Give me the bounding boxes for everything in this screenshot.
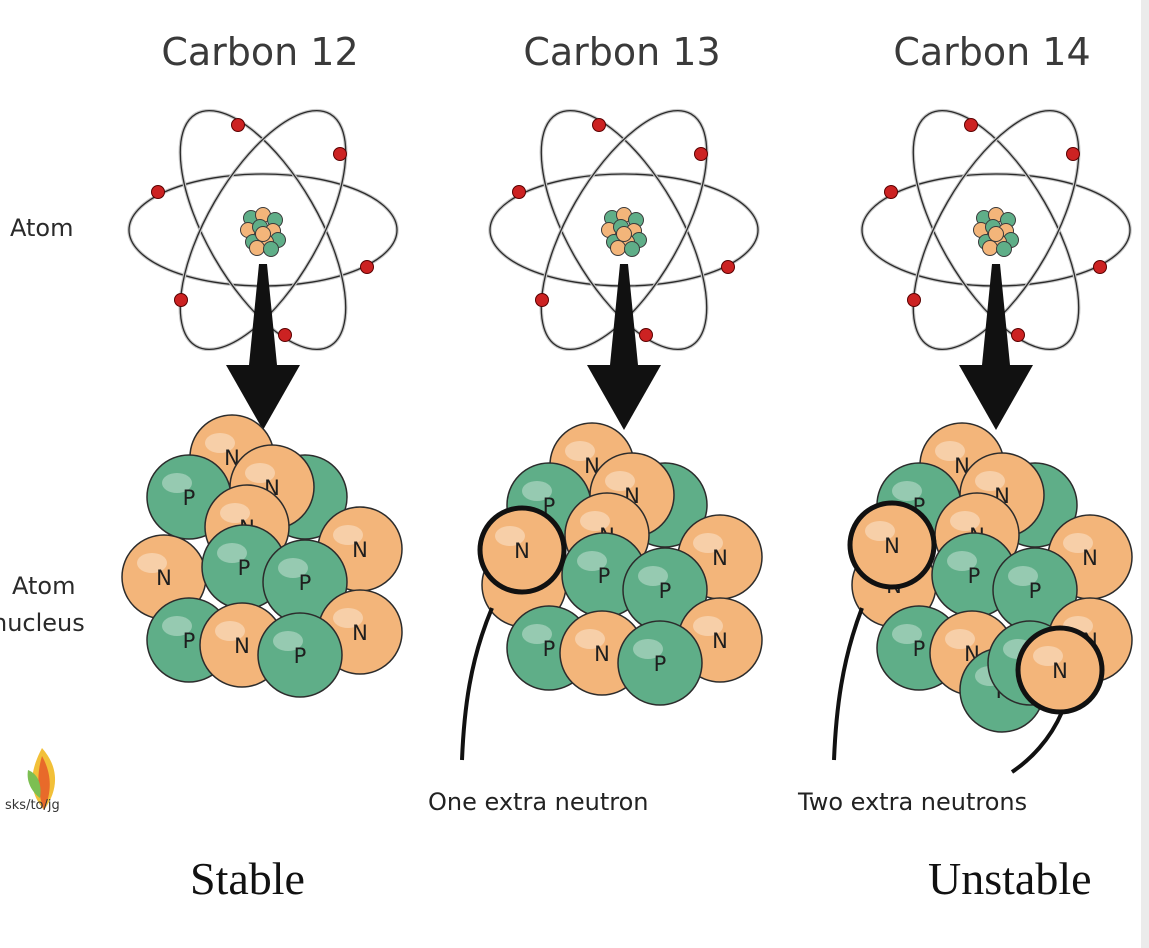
- mini-proton: [263, 241, 279, 257]
- orbit: [540, 109, 708, 351]
- proton-label: P: [299, 571, 312, 595]
- orbit: [912, 109, 1080, 351]
- electron: [964, 118, 978, 132]
- neutron-label: N: [884, 534, 900, 558]
- extra-neutron: N: [477, 505, 567, 595]
- mini-neutron: [616, 226, 632, 242]
- neutron-label: N: [712, 629, 728, 653]
- logo-text: sks/to/jg: [5, 798, 60, 813]
- electron: [1093, 260, 1107, 274]
- neutron-label: N: [156, 566, 172, 590]
- nucleus-1: NPPNNNNPPNPNPN: [477, 422, 763, 706]
- orbit: [912, 109, 1080, 351]
- neutron-label: N: [584, 454, 600, 478]
- proton: P: [992, 547, 1078, 633]
- electron: [592, 118, 606, 132]
- mini-neutron: [255, 226, 271, 242]
- electron: [694, 147, 708, 161]
- neutron-label: N: [594, 642, 610, 666]
- mini-neutron: [249, 240, 265, 256]
- title-carbon-13: Carbon 13: [523, 30, 721, 74]
- row-label-nucleus-1: Atom: [12, 572, 76, 600]
- electron: [278, 328, 292, 342]
- orbit: [540, 109, 708, 351]
- logo-icon: [27, 748, 56, 810]
- label-stable: Stable: [190, 853, 305, 904]
- down-arrow: [587, 264, 661, 430]
- electron: [360, 260, 374, 274]
- atoms-layer: [127, 108, 1132, 430]
- pointer-lines: [460, 607, 1064, 774]
- mini-neutron: [982, 240, 998, 256]
- title-carbon-14: Carbon 14: [893, 30, 1091, 74]
- neutron-label: N: [954, 454, 970, 478]
- row-label-atom: Atom: [10, 214, 74, 242]
- neutron-label: N: [712, 546, 728, 570]
- proton-label: P: [913, 637, 926, 661]
- proton-label: P: [238, 556, 251, 580]
- neutron-label: N: [352, 621, 368, 645]
- atom-1: [488, 108, 760, 430]
- label-unstable: Unstable: [928, 853, 1092, 904]
- electron: [512, 185, 526, 199]
- scrollbar[interactable]: [1141, 0, 1149, 948]
- nuclei-layer: NPPNNNNPPNPNPNPPNNNNPPNPNPNNPPNNNNPPNPNP…: [121, 414, 1133, 733]
- pointer-c14-b: [1010, 711, 1064, 774]
- electron: [907, 293, 921, 307]
- neutron-label: N: [352, 538, 368, 562]
- mini-neutron: [988, 226, 1004, 242]
- electron: [1066, 147, 1080, 161]
- orbit: [179, 109, 347, 351]
- nucleus-0: NPPNNNNPPNPNP: [121, 414, 403, 698]
- atom-2: [860, 108, 1132, 430]
- electron: [231, 118, 245, 132]
- proton-label: P: [183, 486, 196, 510]
- neutron-label: N: [1082, 546, 1098, 570]
- extra-neutron: N: [847, 500, 937, 590]
- proton: P: [617, 620, 703, 706]
- mini-proton: [996, 241, 1012, 257]
- neutron-label: N: [514, 539, 530, 563]
- orbit: [179, 109, 347, 351]
- row-label-nucleus-2: nucleus: [0, 609, 85, 637]
- neutron-label: N: [224, 446, 240, 470]
- proton: P: [262, 539, 348, 625]
- proton-label: P: [543, 637, 556, 661]
- proton-label: P: [659, 579, 672, 603]
- atom-0: [127, 108, 399, 430]
- electron: [1011, 328, 1025, 342]
- proton-label: P: [598, 564, 611, 588]
- caption-carbon-13: One extra neutron: [428, 788, 649, 816]
- neutron-label: N: [1052, 659, 1068, 683]
- nucleus-2: NPPNNNNPPNPNPPNN: [847, 422, 1133, 733]
- electron: [639, 328, 653, 342]
- title-carbon-12: Carbon 12: [161, 30, 359, 74]
- proton-label: P: [654, 652, 667, 676]
- pointer-c14-a: [832, 607, 864, 761]
- down-arrow: [226, 264, 300, 430]
- mini-proton: [624, 241, 640, 257]
- mini-neutron: [610, 240, 626, 256]
- extra-neutron: N: [1015, 625, 1105, 715]
- electron: [333, 147, 347, 161]
- proton-label: P: [294, 644, 307, 668]
- caption-carbon-14: Two extra neutrons: [798, 788, 1028, 816]
- electron: [721, 260, 735, 274]
- electron: [151, 185, 165, 199]
- electron: [174, 293, 188, 307]
- proton-label: P: [1029, 579, 1042, 603]
- proton-label: P: [543, 494, 556, 518]
- neutron-label: N: [234, 634, 250, 658]
- proton-label: P: [183, 629, 196, 653]
- electron: [884, 185, 898, 199]
- down-arrow: [959, 264, 1033, 430]
- proton: P: [257, 612, 343, 698]
- proton-label: P: [968, 564, 981, 588]
- electron: [535, 293, 549, 307]
- pointer-c13: [460, 607, 494, 761]
